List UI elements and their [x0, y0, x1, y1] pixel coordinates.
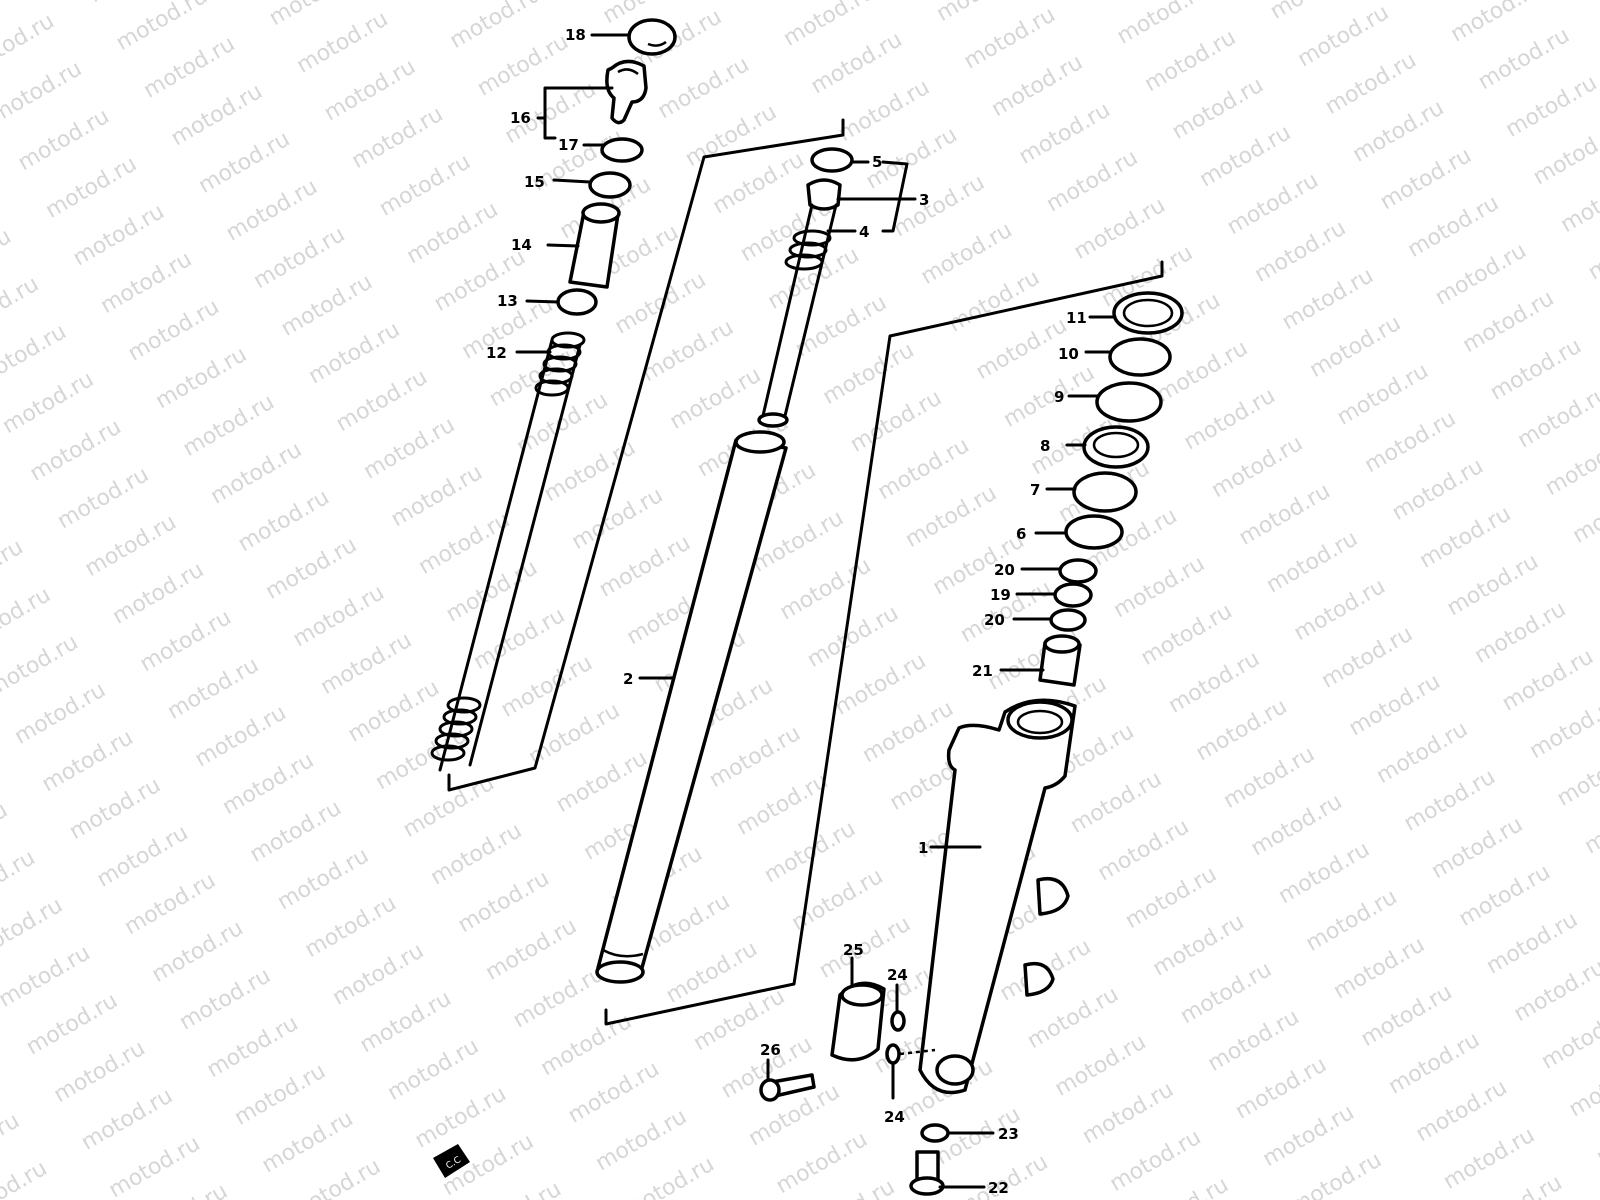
callout-18: 18: [565, 26, 586, 44]
part-5-ring: [810, 147, 854, 173]
callout-20b: 20: [984, 611, 1005, 629]
callout-9: 9: [1054, 388, 1064, 406]
callout-8: 8: [1040, 437, 1050, 455]
callout-10: 10: [1058, 345, 1079, 363]
callout-11: 11: [1066, 309, 1087, 327]
callout-labels: 18 16 17 15 14 13 12 5 3 4 11 10 9 8 7 6…: [486, 26, 1087, 1197]
part-2-inner-tube: [595, 430, 788, 984]
callout-25: 25: [843, 941, 864, 959]
part-4-rebound-spring: [784, 229, 832, 271]
group-frame-left: [447, 118, 845, 792]
group-frame-middle: [604, 260, 1164, 1026]
callout-19: 19: [990, 586, 1011, 604]
callout-13: 13: [497, 292, 518, 310]
part-20a-washer: [1058, 558, 1098, 584]
callout-17: 17: [558, 136, 579, 154]
leader-lines: [515, 33, 1117, 1189]
callout-2: 2: [623, 670, 633, 688]
part-1-outer-tube: [918, 698, 1077, 1095]
part-22-drain-bolt: [909, 1150, 945, 1196]
part-18-cap: [627, 18, 677, 56]
part-9-oil-seal: [1095, 381, 1163, 423]
callout-14: 14: [511, 236, 532, 254]
callout-23: 23: [998, 1125, 1019, 1143]
part-6-bushing: [1064, 514, 1124, 550]
callout-7: 7: [1030, 481, 1040, 499]
part-14-spacer: [568, 202, 621, 289]
part-21-oil-lock: [1038, 634, 1082, 687]
callout-24b: 24: [884, 1108, 905, 1126]
callout-21: 21: [972, 662, 993, 680]
part-23-washer: [920, 1123, 950, 1143]
part-10-clip: [1108, 337, 1172, 377]
part-16-bolt: [605, 59, 648, 125]
callout-3: 3: [919, 191, 929, 209]
part-25-axle-holder: [830, 981, 886, 1062]
part-26-bolt: [759, 1073, 816, 1102]
callout-6: 6: [1016, 525, 1026, 543]
callout-16: 16: [510, 109, 531, 127]
part-24a-washer: [890, 1010, 906, 1032]
callout-12: 12: [486, 344, 507, 362]
part-12-spring: [430, 331, 586, 772]
part-19-ring: [1053, 582, 1093, 608]
callout-5: 5: [872, 153, 882, 171]
callout-26: 26: [760, 1041, 781, 1059]
part-3-damper-rod: [757, 178, 842, 428]
part-20b-washer: [1049, 608, 1087, 632]
callout-15: 15: [524, 173, 545, 191]
axis-dash: [899, 1048, 936, 1056]
callout-1: 1: [918, 839, 928, 857]
part-7-washer: [1072, 471, 1138, 513]
part-24b-washer: [885, 1043, 901, 1065]
part-13-washer: [556, 288, 598, 316]
callout-22: 22: [988, 1179, 1009, 1197]
part-17-oring: [600, 137, 644, 163]
part-8-oil-seal: [1082, 425, 1150, 469]
corner-marker: C.C: [433, 1144, 470, 1178]
part-11-dust-seal: [1112, 291, 1184, 335]
callout-24a: 24: [887, 966, 908, 984]
callout-4: 4: [859, 223, 869, 241]
part-15-oring: [588, 171, 632, 199]
callout-20a: 20: [994, 561, 1015, 579]
